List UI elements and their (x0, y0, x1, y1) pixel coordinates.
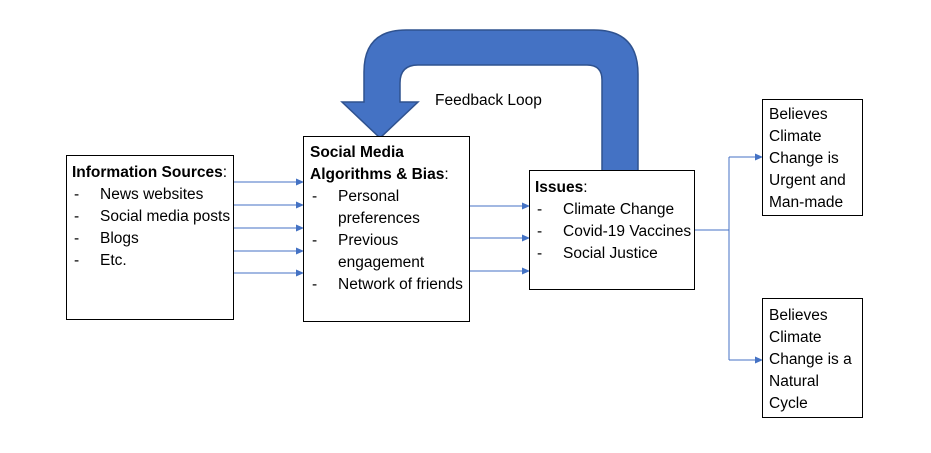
list-item: Social media posts (72, 206, 233, 228)
feedback-loop-label: Feedback Loop (435, 92, 542, 109)
issues-box: Issues: Climate Change Covid-19 Vaccines… (529, 170, 695, 290)
list-item: Covid-19 Vaccines (535, 221, 694, 243)
algorithms-bias-title: Social Media Algorithms & Bias: (310, 144, 449, 183)
list-item: News websites (72, 184, 233, 206)
algorithms-to-issues-arrows (470, 202, 530, 275)
list-item: Blogs (72, 228, 233, 250)
list-item: Social Justice (535, 243, 694, 265)
information-sources-box: Information Sources: News websites Socia… (66, 155, 234, 320)
list-item: Personal preferences (310, 186, 469, 230)
belief-urgent-text: Believes Climate Change is Urgent and Ma… (769, 106, 846, 211)
sources-to-algorithms-arrows (234, 178, 304, 277)
list-item: Climate Change (535, 199, 694, 221)
list-item: Network of friends (310, 274, 469, 296)
belief-urgent-box: Believes Climate Change is Urgent and Ma… (762, 99, 863, 216)
feedback-loop-arrow (340, 29, 639, 172)
issues-list: Climate Change Covid-19 Vaccines Social … (535, 199, 694, 265)
algorithms-bias-box: Social Media Algorithms & Bias: Personal… (303, 136, 470, 322)
belief-natural-box: Believes Climate Change is a Natural Cyc… (762, 298, 863, 418)
algorithms-bias-list: Personal preferences Previous engagement… (310, 186, 469, 296)
issues-title: Issues: (535, 179, 588, 196)
list-item: Etc. (72, 250, 233, 272)
belief-natural-text: Believes Climate Change is a Natural Cyc… (769, 307, 852, 412)
issues-to-beliefs-connector (695, 153, 763, 364)
information-sources-list: News websites Social media posts Blogs E… (72, 184, 233, 272)
information-sources-title: Information Sources: (72, 164, 228, 181)
list-item: Previous engagement (310, 230, 469, 274)
